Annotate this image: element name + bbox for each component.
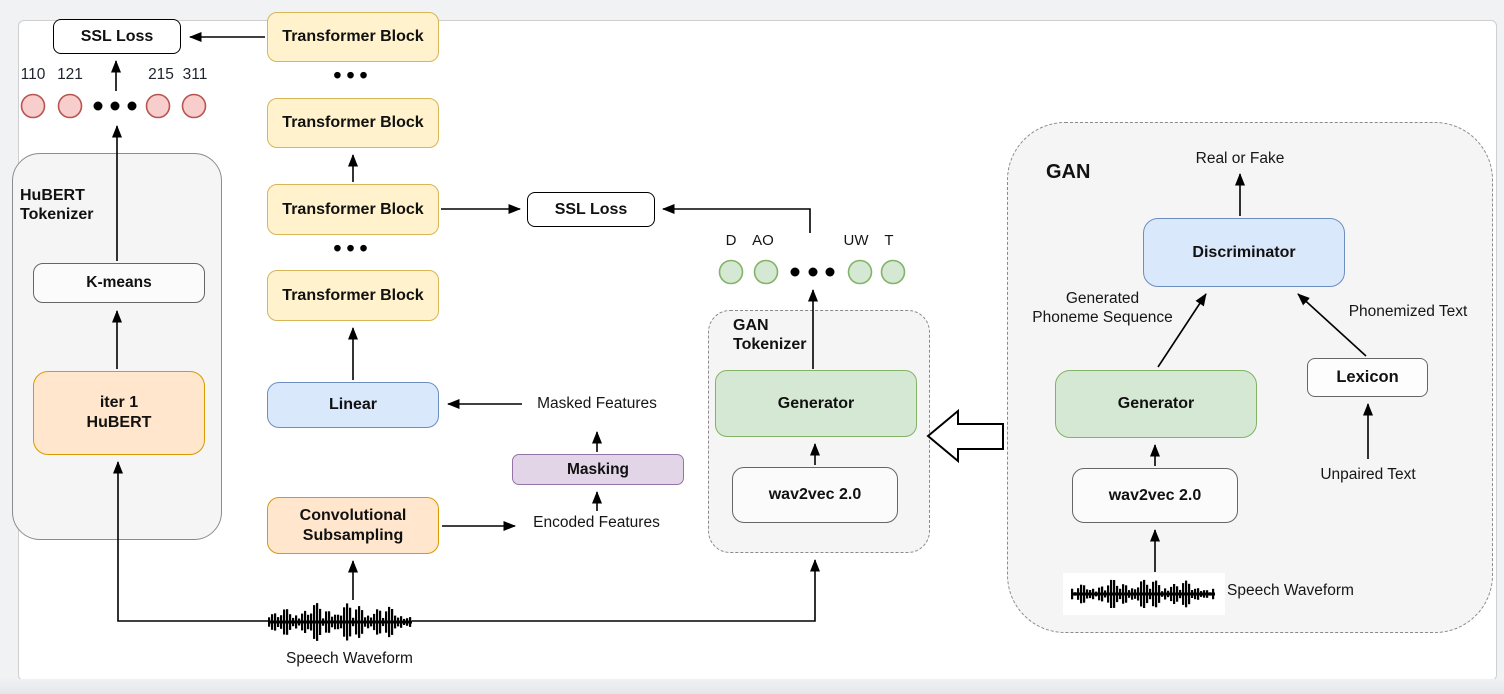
phoneme-2: UW: [843, 232, 869, 249]
real-or-fake-label: Real or Fake: [1195, 150, 1285, 167]
transformer-block-3: Transformer Block: [267, 184, 439, 235]
gan-label: GAN: [1046, 161, 1091, 183]
stack-ellipsis-1: •••: [333, 62, 373, 88]
speech-waveform-label-gan: Speech Waveform: [1227, 582, 1354, 599]
phoneme-1: AO: [752, 232, 774, 249]
discriminator-box: Discriminator: [1143, 218, 1345, 287]
stack-ellipsis-2: •••: [333, 235, 373, 261]
kmeans-box: K-means: [33, 263, 205, 303]
gan-generator-box: Generator: [1055, 370, 1257, 438]
phoneme-3: T: [884, 232, 894, 249]
conv-subsampling-box: Convolutional Subsampling: [267, 497, 439, 554]
transformer-block-2: Transformer Block: [267, 98, 439, 148]
gan-wav2vec-box: wav2vec 2.0: [1072, 468, 1238, 523]
speech-waveform-image-left: [268, 602, 414, 642]
ssl-loss-box-mid: SSL Loss: [527, 192, 655, 227]
encoded-features-label: Encoded Features: [533, 514, 660, 531]
phoneme-0: D: [725, 232, 737, 249]
hubert-tokenizer-label: HuBERT Tokenizer: [20, 187, 94, 224]
masking-box: Masking: [512, 454, 684, 485]
gan-tokenizer-label: GAN Tokenizer: [733, 317, 807, 354]
generated-phoneme-sequence-label: Generated Phoneme Sequence: [1032, 290, 1173, 326]
speech-waveform-image-gan: [1063, 573, 1225, 615]
linear-box: Linear: [267, 382, 439, 428]
masked-features-label: Masked Features: [537, 395, 657, 412]
gan-tokenizer-wav2vec-box: wav2vec 2.0: [732, 467, 898, 523]
unpaired-text-label: Unpaired Text: [1320, 466, 1416, 483]
phonemized-text-label: Phonemized Text: [1348, 303, 1468, 320]
cluster-id-0: 110: [20, 66, 46, 83]
ssl-loss-box-top: SSL Loss: [53, 19, 181, 54]
transformer-block-1: Transformer Block: [267, 12, 439, 62]
gan-tokenizer-generator-box: Generator: [715, 370, 917, 437]
lexicon-box: Lexicon: [1307, 358, 1428, 397]
page-edge: [0, 679, 1504, 694]
cluster-id-3: 311: [182, 66, 208, 83]
cluster-id-2: 215: [148, 66, 174, 83]
speech-waveform-label-left: Speech Waveform: [286, 650, 413, 667]
iter1-hubert-box: iter 1 HuBERT: [33, 371, 205, 455]
cluster-id-1: 121: [57, 66, 83, 83]
transformer-block-4: Transformer Block: [267, 270, 439, 321]
